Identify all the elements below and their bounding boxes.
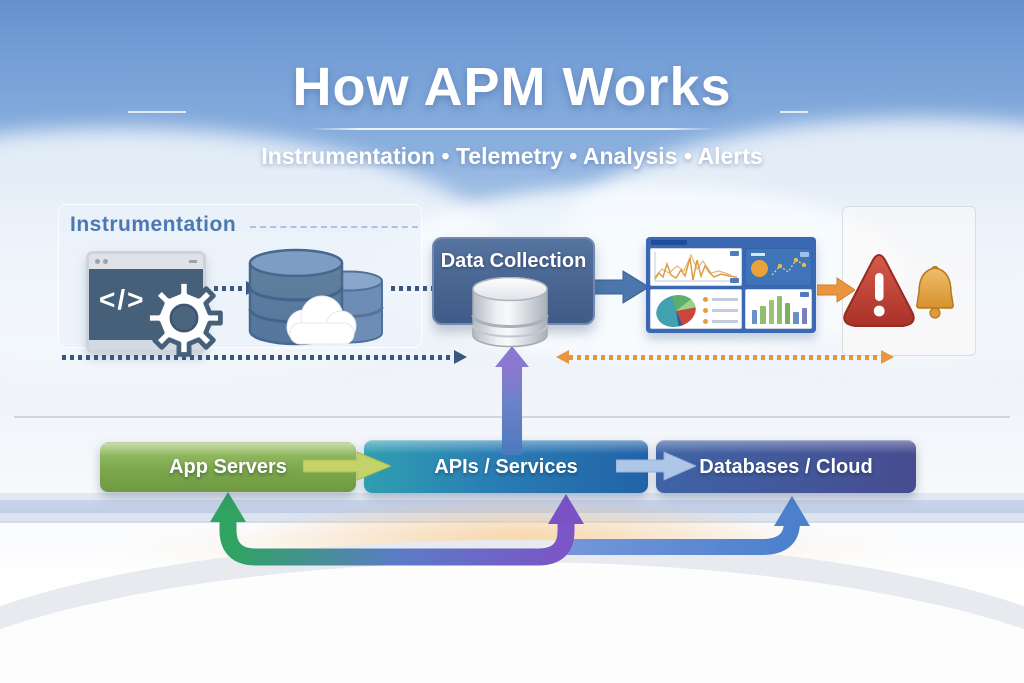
window-dot-icon [95,259,100,264]
api-to-db-arrow [616,451,696,481]
dashboard-grid [650,248,812,329]
app-to-api-arrow [303,451,391,481]
gauge-circle-icon [751,260,768,277]
dashboard-chip [730,251,739,256]
code-window-bottombar [89,340,203,350]
dashboard-chip [800,292,809,297]
bullet-icon [703,308,708,313]
bar-chart-icon [745,289,812,329]
instrumentation-label: Instrumentation [70,213,237,236]
data-collection-label: Data Collection [440,250,587,272]
subtitle: Instrumentation • Telemetry • Analysis •… [261,143,763,169]
kpi-panel-icon [745,248,812,286]
dotted-line [214,285,246,291]
code-window-titlebar [89,254,203,269]
legend-row [703,297,738,302]
bar [768,300,774,324]
panel-text-bar [751,253,765,256]
analytics-dashboard-icon [646,237,816,333]
dashboard-chip [730,278,739,283]
app-servers-label: App Servers [169,456,287,478]
arrowhead-icon [495,346,529,367]
dashboard-chip [800,252,809,257]
arrowhead-icon [881,350,894,364]
window-dot-icon [103,259,108,264]
title-underline [310,128,716,130]
window-dash-icon [189,260,197,263]
dashboard-to-alert-arrow [817,277,855,303]
legend-bar [712,320,738,323]
alert-warning-icon [843,254,915,327]
alert-bell-icon [916,265,954,319]
legend-row [703,319,738,324]
legend-row [703,308,738,313]
arrowhead-icon [556,350,569,364]
cloud-icon [286,295,357,345]
bar [752,310,758,324]
dashed-line [569,354,881,360]
bar [793,312,799,324]
pie-icon [652,290,700,328]
telemetry-dashed-arrow [62,350,467,364]
bar [760,306,766,324]
legend-bar [712,309,738,312]
app-servers-box: App Servers [100,442,356,492]
dashboard-titlebar [651,240,687,245]
apis-services-label: APIs / Services [434,455,578,478]
bar [801,308,807,324]
bars-group [752,296,807,324]
databases-cloud-box: Databases / Cloud [656,440,916,493]
pie-legend [703,297,738,324]
instrumentation-dotted-line [250,226,418,228]
arrow-body [502,367,522,455]
arrowhead-icon [454,350,467,364]
dotted-line [391,285,435,291]
bullet-icon [703,297,708,302]
code-glyph: </> [99,284,146,315]
page-title: How APM Works [292,57,732,117]
dashed-line [62,354,454,360]
bar [776,296,783,324]
gear-icon [145,279,223,357]
legend-bar [712,298,738,301]
title-dash [128,111,186,113]
databases-cloud-label: Databases / Cloud [699,455,873,478]
collection-database-icon [471,277,549,348]
bar [785,303,791,324]
pie-chart-icon [650,289,742,329]
title-dash [780,111,808,113]
database-cloud-icon [248,248,384,346]
line-chart-icon [650,248,742,286]
alerts-dashed-double-arrow [556,350,894,364]
api-to-collection-arrow [495,346,529,455]
bullet-icon [703,319,708,324]
